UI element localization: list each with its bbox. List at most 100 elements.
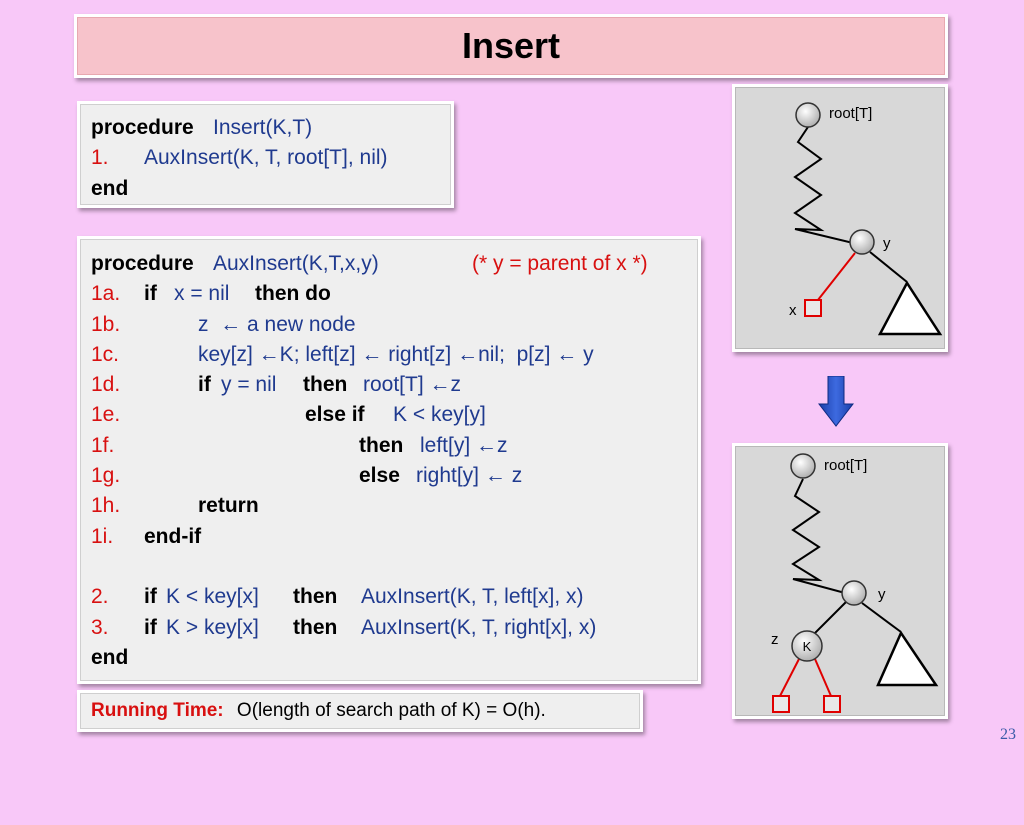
line-number: 1f. bbox=[91, 433, 115, 457]
root-node bbox=[790, 453, 816, 479]
keyword: then bbox=[359, 433, 404, 457]
keyword: end-if bbox=[144, 524, 202, 548]
root-node bbox=[795, 102, 821, 128]
keyword: procedure bbox=[91, 116, 194, 139]
y-node bbox=[841, 580, 867, 606]
code-text: AuxInsert(K, T, left[x], x) bbox=[361, 585, 584, 609]
code-line: end bbox=[91, 643, 698, 673]
code-text: key[z] ←K; left[z] ← right[z] ←nil; p[z]… bbox=[198, 342, 594, 366]
code-text: K > key[x] bbox=[166, 615, 259, 639]
subtree-triangle bbox=[877, 280, 943, 336]
code-text: left[y] ←z bbox=[420, 433, 508, 457]
tree-after-svg: root[T] y z K bbox=[771, 453, 939, 713]
line-number: 1d. bbox=[91, 373, 121, 397]
keyword: else if bbox=[305, 403, 365, 427]
keyword: else bbox=[359, 464, 400, 488]
code-line: 3. if K > key[x] then AuxInsert(K, T, ri… bbox=[91, 613, 698, 643]
edge-z-left bbox=[779, 658, 800, 697]
line-number: 3. bbox=[91, 615, 109, 639]
code-line: 1i. end-if bbox=[91, 522, 698, 552]
y-node bbox=[849, 229, 875, 255]
keyword: then bbox=[293, 615, 338, 639]
code-line: end bbox=[91, 174, 451, 204]
code-line: procedure AuxInsert(K,T,x,y) (* y = pare… bbox=[91, 249, 698, 279]
x-label: x bbox=[789, 302, 797, 319]
edge-y-subtree bbox=[869, 251, 908, 283]
subtree-triangle bbox=[876, 630, 939, 687]
code-line: 1f. then left[y] ←z bbox=[91, 431, 698, 461]
keyword: if bbox=[198, 373, 211, 397]
running-time-label: Running Time: bbox=[91, 700, 224, 721]
line-number: 1c. bbox=[91, 342, 120, 366]
code-text: z ← a new node bbox=[198, 312, 356, 336]
zigzag-path bbox=[791, 478, 854, 594]
code-text: K < key[y] bbox=[393, 403, 486, 427]
code-line: 1e. else if K < key[y] bbox=[91, 400, 698, 430]
k-label: K bbox=[803, 639, 812, 654]
procedure-name: AuxInsert(K,T,x,y) bbox=[213, 252, 379, 275]
keyword: return bbox=[198, 494, 259, 518]
tree-diagram-before: root[T] y x bbox=[732, 84, 948, 352]
edge-y-subtree bbox=[861, 602, 902, 633]
line-number: 1a. bbox=[91, 282, 121, 306]
code-text: y = nil bbox=[221, 373, 277, 397]
keyword: then bbox=[303, 373, 348, 397]
zigzag-path bbox=[793, 126, 863, 245]
line-number: 1. bbox=[91, 146, 109, 170]
y-label: y bbox=[883, 235, 891, 252]
left-nil-leaf bbox=[772, 695, 790, 713]
code-line: 1d. if y = nil then root[T] ←z bbox=[91, 370, 698, 400]
z-label: z bbox=[771, 631, 779, 648]
k-node bbox=[791, 630, 823, 662]
running-time-text: O(length of search path of K) = O(h). bbox=[236, 700, 546, 721]
page-number: 23 bbox=[1000, 726, 1016, 743]
tree-diagram-after: root[T] y z K bbox=[732, 443, 948, 719]
y-label: y bbox=[878, 586, 886, 603]
keyword: if bbox=[144, 282, 157, 306]
auxinsert-procedure-box: procedure AuxInsert(K,T,x,y) (* y = pare… bbox=[77, 236, 701, 684]
procedure-name: Insert(K,T) bbox=[213, 116, 313, 139]
keyword: procedure bbox=[91, 252, 194, 275]
edge-y-z bbox=[810, 601, 847, 638]
keyword: then bbox=[293, 585, 338, 609]
line-number: 1g. bbox=[91, 464, 121, 488]
root-label: root[T] bbox=[824, 457, 867, 474]
code-line: 1b. z ← a new node bbox=[91, 310, 698, 340]
code-text: K < key[x] bbox=[166, 585, 259, 609]
x-nil-leaf bbox=[804, 299, 822, 317]
keyword: if bbox=[144, 585, 157, 609]
root-label: root[T] bbox=[829, 105, 872, 122]
code-line: 1. AuxInsert(K, T, root[T], nil) bbox=[91, 143, 451, 173]
code-text: AuxInsert(K, T, right[x], x) bbox=[361, 615, 597, 639]
blank-line bbox=[91, 552, 698, 582]
code-text: right[y] ← z bbox=[416, 464, 523, 488]
line-number: 1h. bbox=[91, 494, 121, 518]
code-text: x = nil bbox=[174, 282, 230, 306]
code-line: 1c. key[z] ←K; left[z] ← right[z] ←nil; … bbox=[91, 340, 698, 370]
title-bar: Insert bbox=[74, 14, 948, 78]
running-time-box: Running Time: O(length of search path of… bbox=[77, 690, 643, 732]
keyword: end bbox=[91, 645, 129, 669]
code-line: procedure Insert(K,T) bbox=[91, 113, 451, 143]
code-line: 1a. if x = nil then do bbox=[91, 279, 698, 309]
line-number: 1b. bbox=[91, 312, 121, 336]
down-arrow-icon bbox=[818, 376, 854, 427]
insert-procedure-box: procedure Insert(K,T) 1. AuxInsert(K, T,… bbox=[77, 101, 454, 208]
line-number: 1e. bbox=[91, 403, 121, 427]
edge-z-right bbox=[814, 658, 832, 697]
keyword: end bbox=[91, 176, 129, 200]
edge-y-x bbox=[813, 252, 856, 306]
code-line: 2. if K < key[x] then AuxInsert(K, T, le… bbox=[91, 582, 698, 612]
keyword: then do bbox=[255, 282, 331, 306]
keyword: if bbox=[144, 615, 157, 639]
slide-title: Insert bbox=[461, 25, 561, 66]
right-nil-leaf bbox=[823, 695, 841, 713]
line-number: 1i. bbox=[91, 524, 114, 548]
code-line: 1h. return bbox=[91, 491, 698, 521]
comment: (* y = parent of x *) bbox=[472, 252, 648, 275]
code-text: root[T] ←z bbox=[363, 373, 462, 397]
code-text: AuxInsert(K, T, root[T], nil) bbox=[144, 146, 388, 170]
line-number: 2. bbox=[91, 585, 109, 609]
code-line: 1g. else right[y] ← z bbox=[91, 461, 698, 491]
tree-before-svg: root[T] y x bbox=[789, 102, 943, 336]
